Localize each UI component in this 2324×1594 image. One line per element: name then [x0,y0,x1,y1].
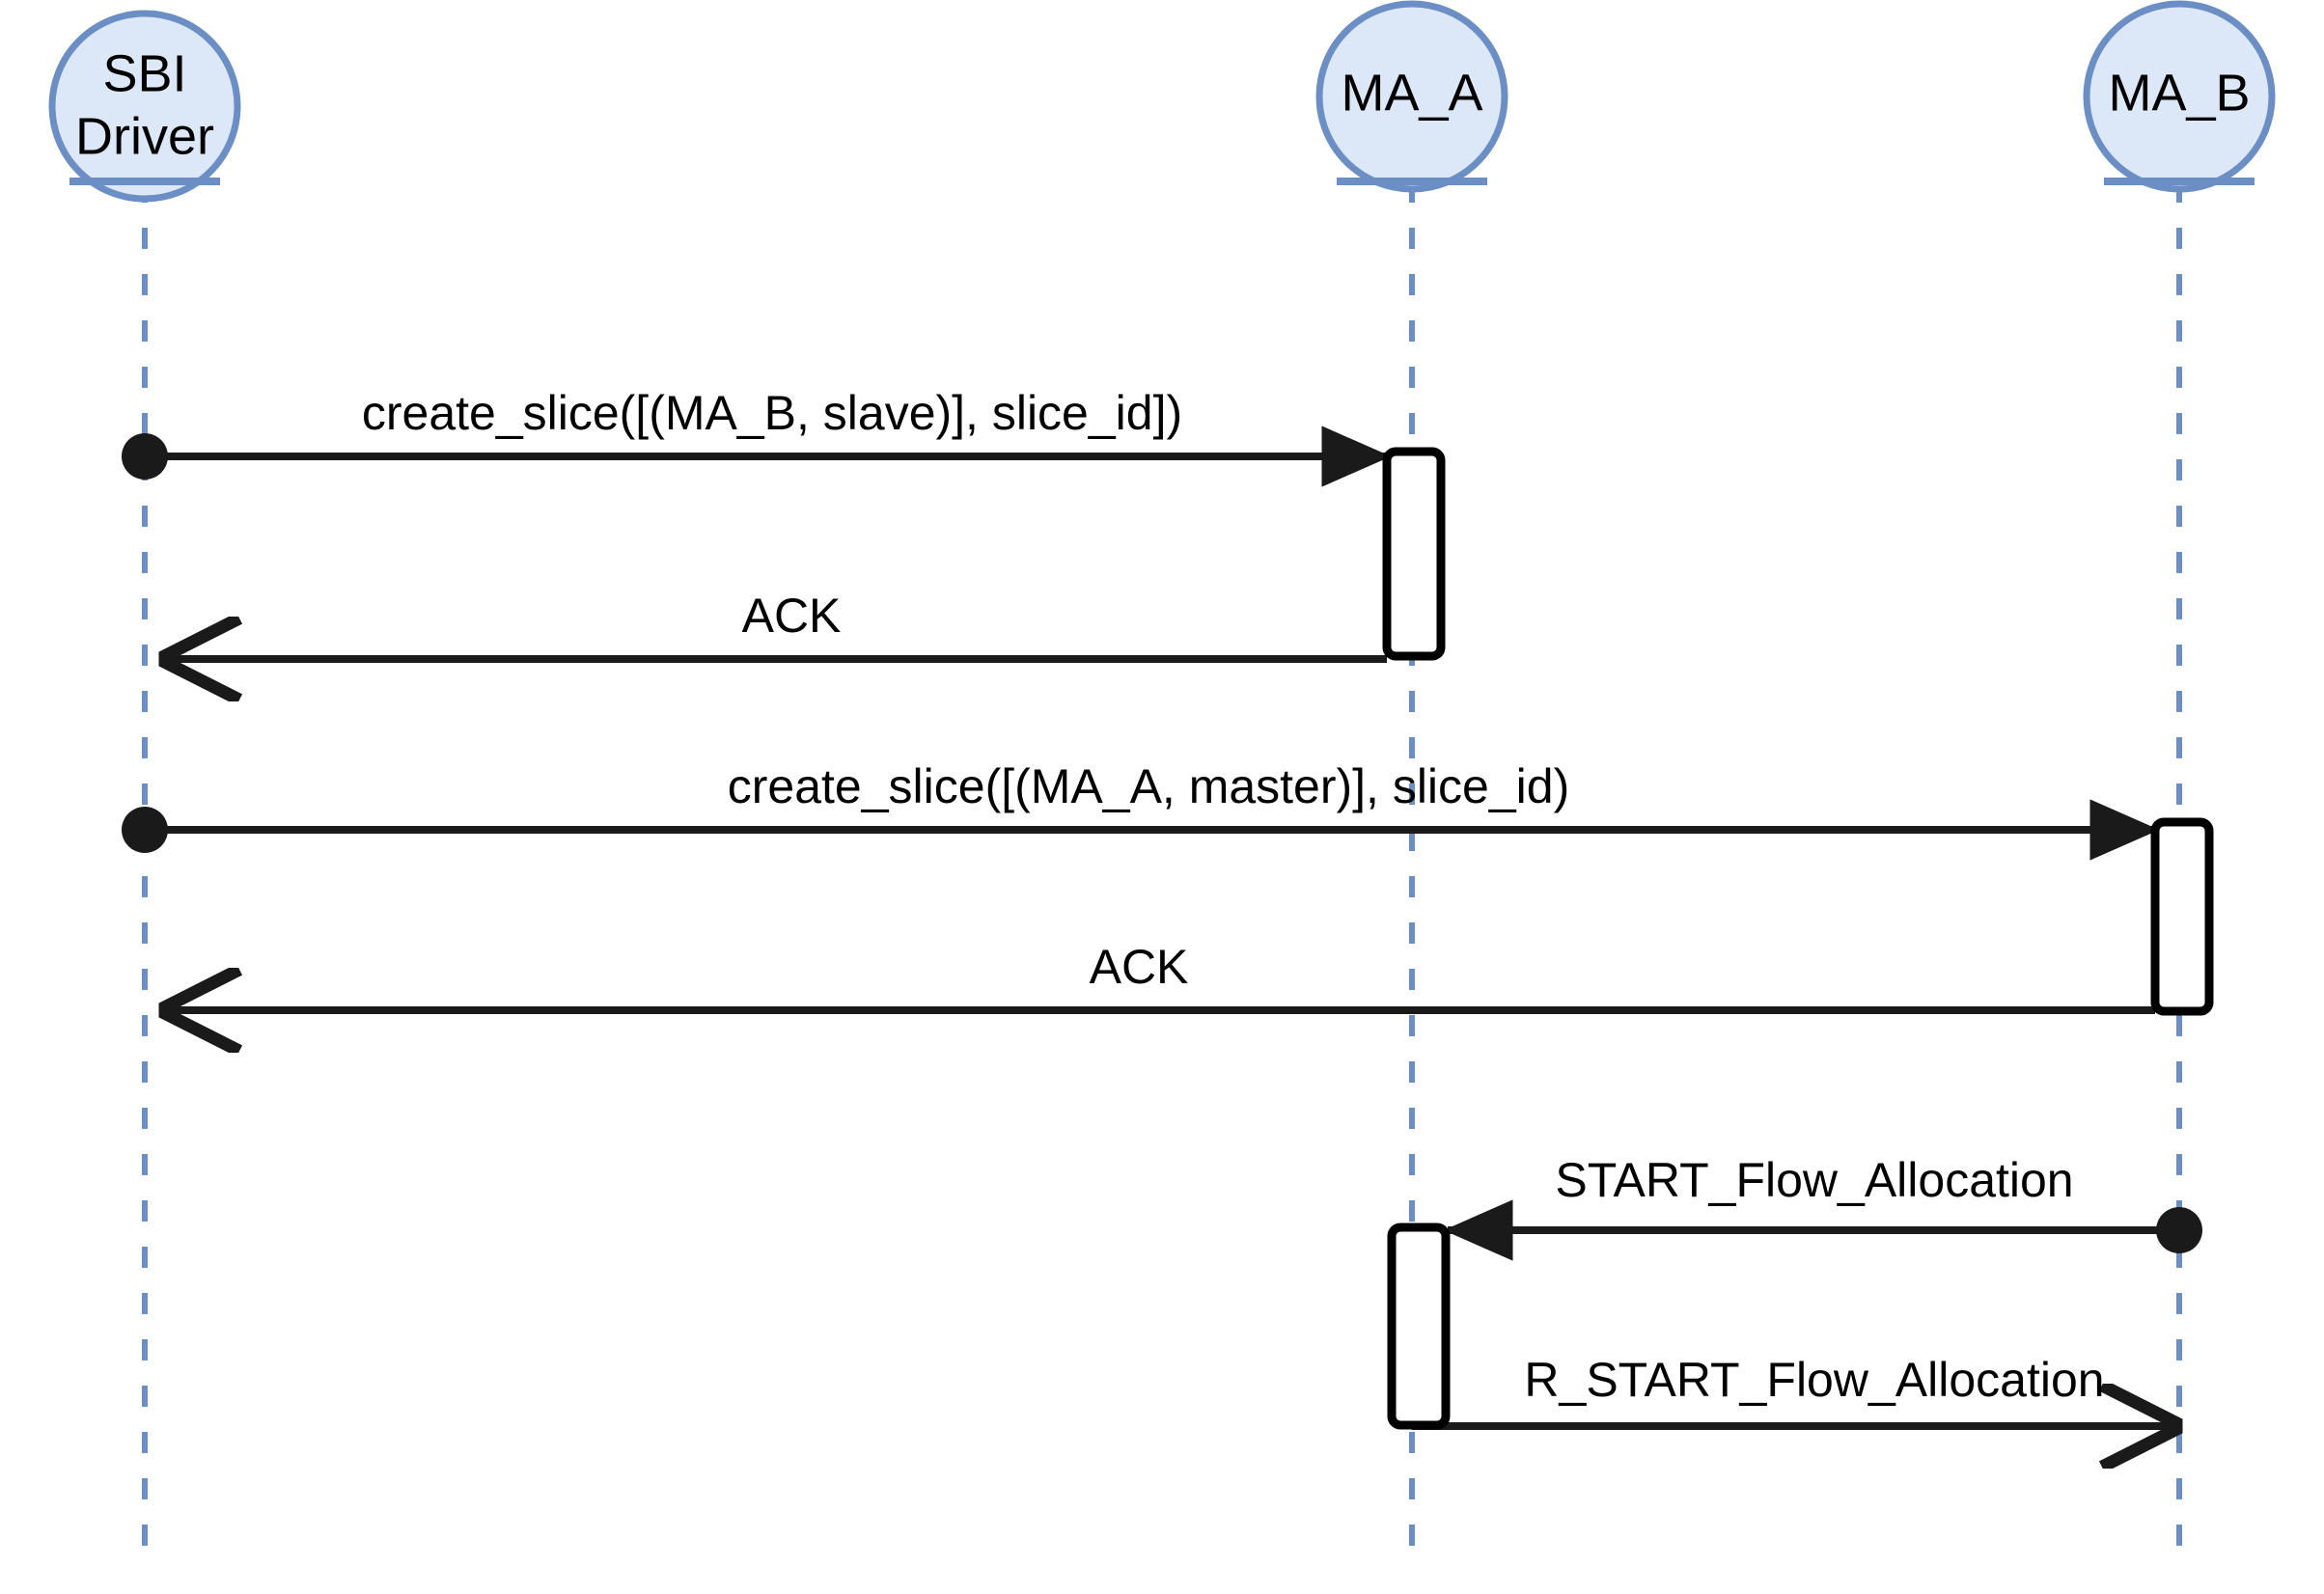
message-label-msg-r-start-flow-allocation: R_START_Flow_Allocation [1524,1353,2104,1407]
activation-box-activation-ma-a-1[interactable] [1382,447,1446,661]
activation-box-activation-ma-a-2[interactable] [1387,1223,1451,1430]
message-label-msg-ack-2: ACK [1090,940,1189,994]
lifeline-ma-b: MA_B [2083,0,2276,1565]
actor-label-line2-sbi-driver: Driver [75,107,214,165]
message-label-msg-start-flow-allocation: START_Flow_Allocation [1555,1153,2073,1207]
actor-circle-sbi-driver[interactable] [48,10,241,203]
message-msg-start-flow-allocation[interactable] [1443,1199,2202,1261]
message-origin-dot-msg-create-slice-a [122,807,168,853]
actor-circle-ma-b[interactable] [2083,0,2276,193]
actor-label-ma-a: MA_A [1341,64,1482,122]
message-origin-dot-msg-create-slice-b [122,433,168,480]
lifeline-ma-a: MA_A [1315,0,1508,1565]
actor-label-sbi-driver: SBI [102,44,186,102]
message-origin-dot-msg-start-flow-allocation [2156,1207,2202,1253]
activations-group [1382,447,2214,1430]
messages-group [122,426,2202,1426]
message-msg-create-slice-a[interactable] [122,799,2160,861]
activation-box-activation-ma-b-1[interactable] [2150,817,2214,1016]
message-msg-create-slice-b[interactable] [122,426,1392,487]
message-labels-group: create_slice([(MA_B, slave)], slice_id])… [362,386,2105,1407]
actor-label-ma-b: MA_B [2108,64,2250,122]
actor-circle-ma-a[interactable] [1315,0,1508,193]
message-label-msg-create-slice-b: create_slice([(MA_B, slave)], slice_id]) [362,386,1182,440]
message-label-msg-ack-1: ACK [742,589,842,643]
message-label-msg-create-slice-a: create_slice([(MA_A, master)], slice_id) [728,759,1569,813]
